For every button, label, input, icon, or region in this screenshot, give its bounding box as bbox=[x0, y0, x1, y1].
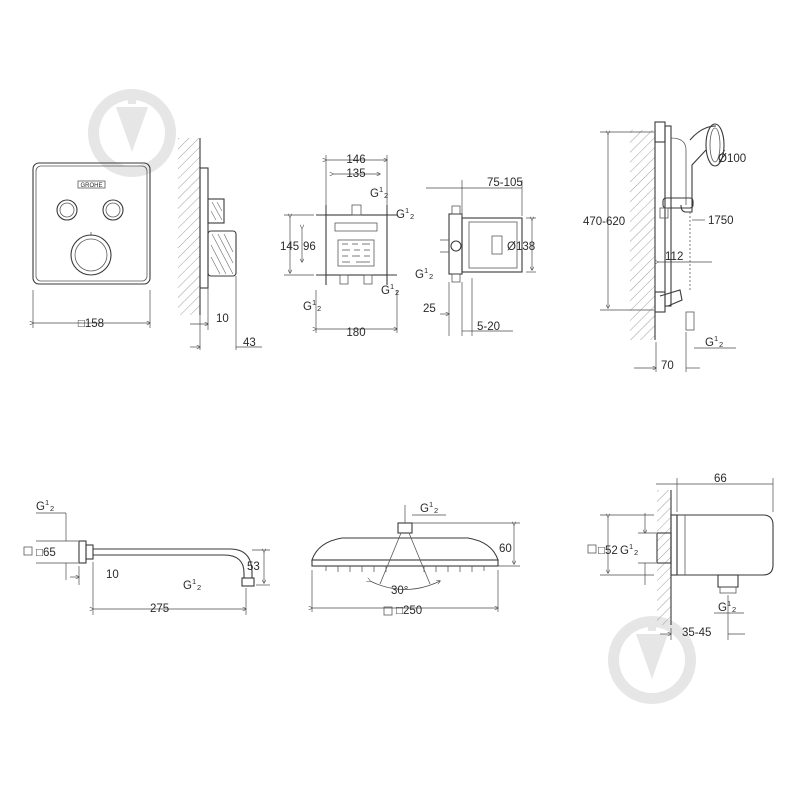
label-arm-length: 275 bbox=[150, 603, 169, 615]
label-head-height: 60 bbox=[499, 543, 512, 555]
thermostat-panel-front: GROHE bbox=[32, 162, 151, 285]
label-box-width-bottom: 180 bbox=[346, 327, 365, 339]
label-arm-flange: □65 bbox=[36, 547, 56, 559]
label-body-diameter: Ø138 bbox=[507, 241, 535, 253]
label-box-height-inner: 96 bbox=[303, 241, 316, 253]
dim-arm: G 1 2 □65 10 275 53 G 1 2 bbox=[23, 498, 270, 615]
svg-text:2: 2 bbox=[410, 212, 414, 221]
label-rail-height: 470-620 bbox=[583, 216, 625, 228]
svg-text:2: 2 bbox=[719, 340, 723, 349]
label-head-angle: 30° bbox=[391, 585, 408, 597]
label-panel-depth-b: 43 bbox=[243, 337, 256, 349]
svg-text:1: 1 bbox=[312, 298, 316, 307]
svg-text:1: 1 bbox=[429, 500, 433, 509]
dim-panel-width: □158 bbox=[33, 290, 150, 330]
label-box-height-outer: 145 bbox=[280, 241, 299, 253]
label-rail-depth: 70 bbox=[661, 360, 674, 372]
svg-text:2: 2 bbox=[317, 304, 321, 313]
label-thread-bottom-right: G bbox=[381, 285, 390, 297]
label-thread-arm: G bbox=[36, 501, 45, 513]
dim-elbow: 66 □52 G 1 2 G 1 2 35-45 bbox=[587, 473, 774, 640]
dim-box: 146 135 G 1 2 G 1 2 145 96 180 G 1 2 G 1… bbox=[280, 154, 414, 339]
dim-body: 75-105 Ø138 G 1 2 25 5-20 bbox=[415, 177, 536, 336]
label-elbow-depth: 66 bbox=[714, 473, 727, 485]
svg-text:2: 2 bbox=[50, 504, 54, 513]
label-body-adjust: 5-20 bbox=[477, 321, 500, 333]
svg-text:2: 2 bbox=[429, 272, 433, 281]
svg-text:2: 2 bbox=[395, 288, 399, 297]
dim-panel-depth: 10 43 bbox=[190, 276, 262, 350]
svg-text:2: 2 bbox=[732, 605, 736, 614]
label-elbow-offset: 35-45 bbox=[682, 627, 711, 639]
label-hose-length: 1750 bbox=[708, 215, 734, 227]
label-head-size: □250 bbox=[396, 605, 422, 617]
watermark-top-left bbox=[88, 89, 176, 177]
dim-head: G 1 2 60 30° □250 bbox=[312, 500, 520, 617]
label-arm-wall: 10 bbox=[106, 569, 119, 581]
installation-box-front bbox=[316, 204, 397, 285]
svg-text:2: 2 bbox=[434, 506, 438, 515]
head-shower bbox=[311, 522, 499, 590]
label-thread-elbow-outlet: G bbox=[718, 602, 727, 614]
label-arm-drop: 53 bbox=[247, 561, 260, 573]
svg-text:2: 2 bbox=[634, 548, 638, 557]
svg-text:1: 1 bbox=[45, 498, 49, 507]
shower-rail-set bbox=[630, 121, 725, 340]
label-box-width-outer: 146 bbox=[346, 154, 365, 166]
label-thread-top: G bbox=[370, 188, 379, 200]
wall-elbow bbox=[656, 490, 774, 625]
svg-text:1: 1 bbox=[629, 542, 633, 551]
svg-text:1: 1 bbox=[727, 599, 731, 608]
label-thread-elbow: G bbox=[620, 545, 629, 557]
svg-text:2: 2 bbox=[384, 191, 388, 200]
label-body-offset: 25 bbox=[423, 303, 436, 315]
label-elbow-size: □52 bbox=[598, 545, 618, 557]
shower-arm bbox=[78, 540, 255, 587]
brand-logo: GROHE bbox=[80, 183, 102, 189]
label-panel-depth-a: 10 bbox=[216, 313, 229, 325]
label-hand-shower-diameter: Ø100 bbox=[718, 153, 746, 165]
label-thread-rail: G bbox=[705, 337, 714, 349]
label-thread-head: G bbox=[420, 503, 429, 515]
svg-text:1: 1 bbox=[379, 185, 383, 194]
svg-text:1: 1 bbox=[424, 266, 428, 275]
svg-text:1: 1 bbox=[192, 577, 196, 586]
dim-rail: 470-620 Ø100 1750 112 70 G 1 2 bbox=[583, 132, 746, 372]
label-thread-bottom-left: G bbox=[303, 301, 312, 313]
label-panel-width: □158 bbox=[78, 318, 104, 330]
svg-text:2: 2 bbox=[197, 583, 201, 592]
installation-body-side bbox=[440, 205, 523, 283]
label-rail-offset: 112 bbox=[665, 251, 683, 263]
label-thread-body: G bbox=[415, 269, 424, 281]
panel-side-view bbox=[178, 138, 237, 315]
svg-text:1: 1 bbox=[405, 206, 409, 215]
label-thread-arm-outlet: G bbox=[183, 580, 192, 592]
label-box-width-inner: 135 bbox=[346, 168, 365, 180]
label-body-depth: 75-105 bbox=[487, 177, 523, 189]
label-thread-right: G bbox=[396, 209, 405, 221]
watermark-bottom-right bbox=[608, 616, 696, 704]
svg-text:1: 1 bbox=[390, 282, 394, 291]
svg-text:1: 1 bbox=[714, 334, 718, 343]
